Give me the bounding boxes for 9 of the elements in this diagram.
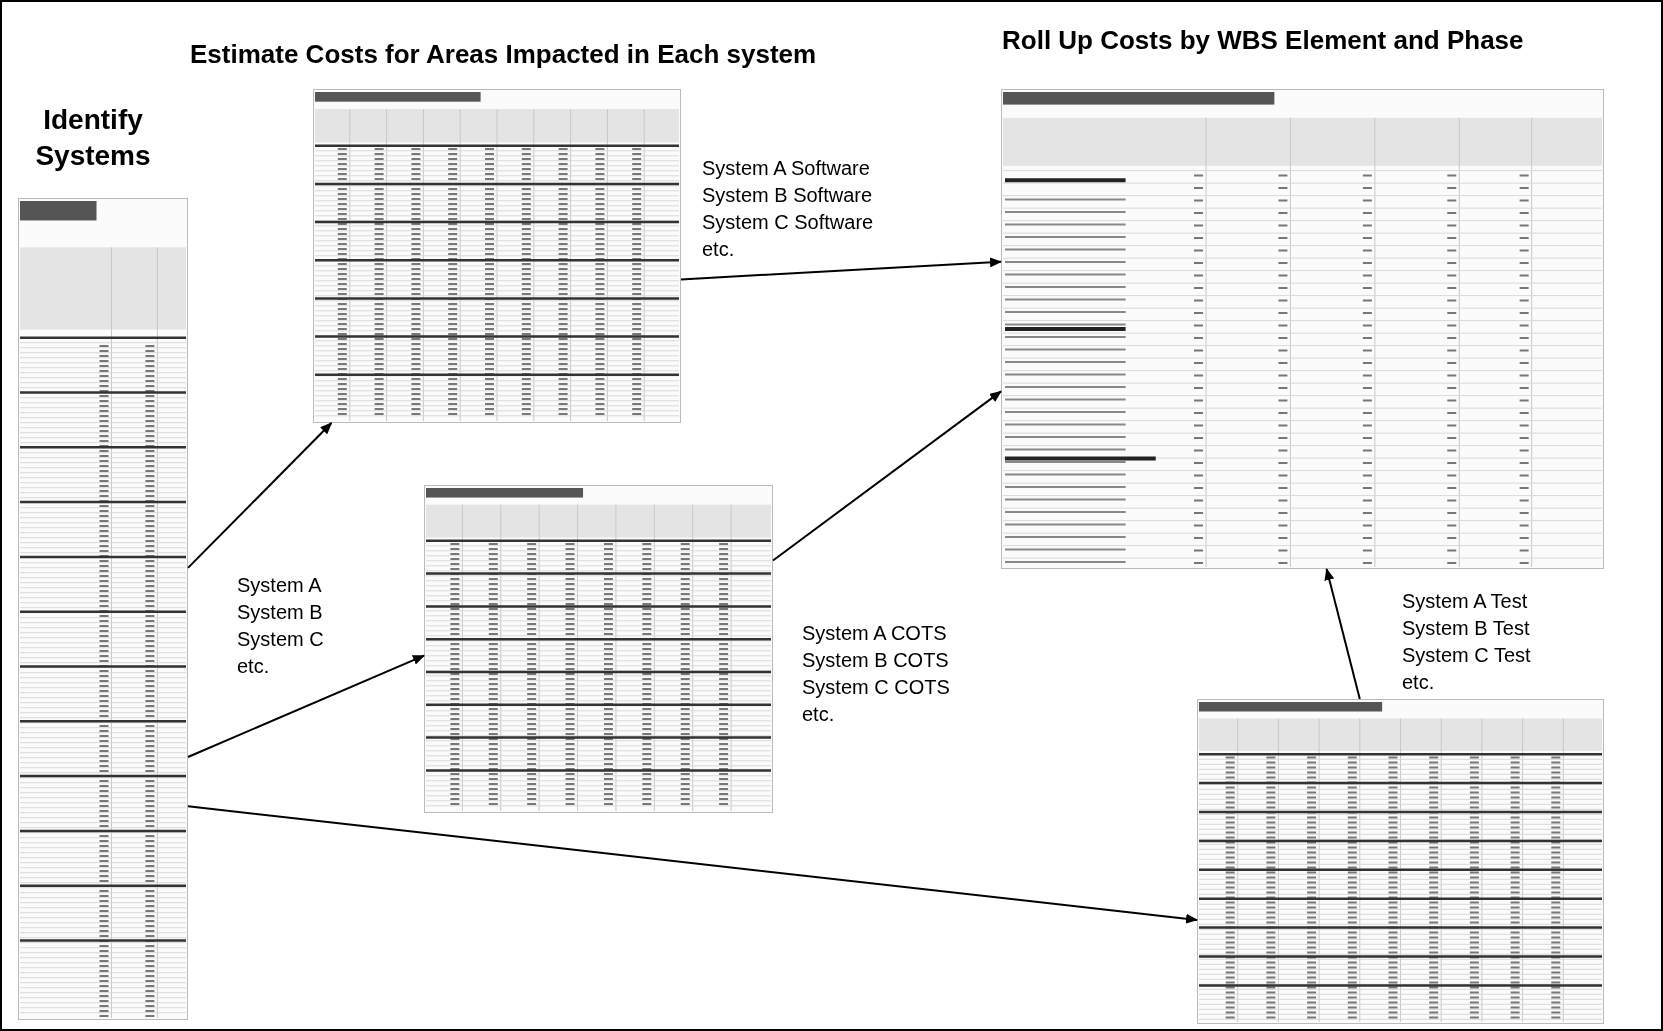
- arrow: [680, 257, 1002, 281]
- arrow: [1324, 568, 1361, 700]
- arrow: [772, 390, 1002, 562]
- arrow: [187, 654, 425, 758]
- step-heading: Estimate Costs for Areas Impacted in Each system: [190, 38, 818, 71]
- step-heading: Identify Systems: [34, 103, 152, 174]
- arrow: [187, 805, 1198, 924]
- step-heading: Roll Up Costs by WBS Element and Phase: [1002, 24, 1525, 57]
- arrow: [187, 422, 333, 569]
